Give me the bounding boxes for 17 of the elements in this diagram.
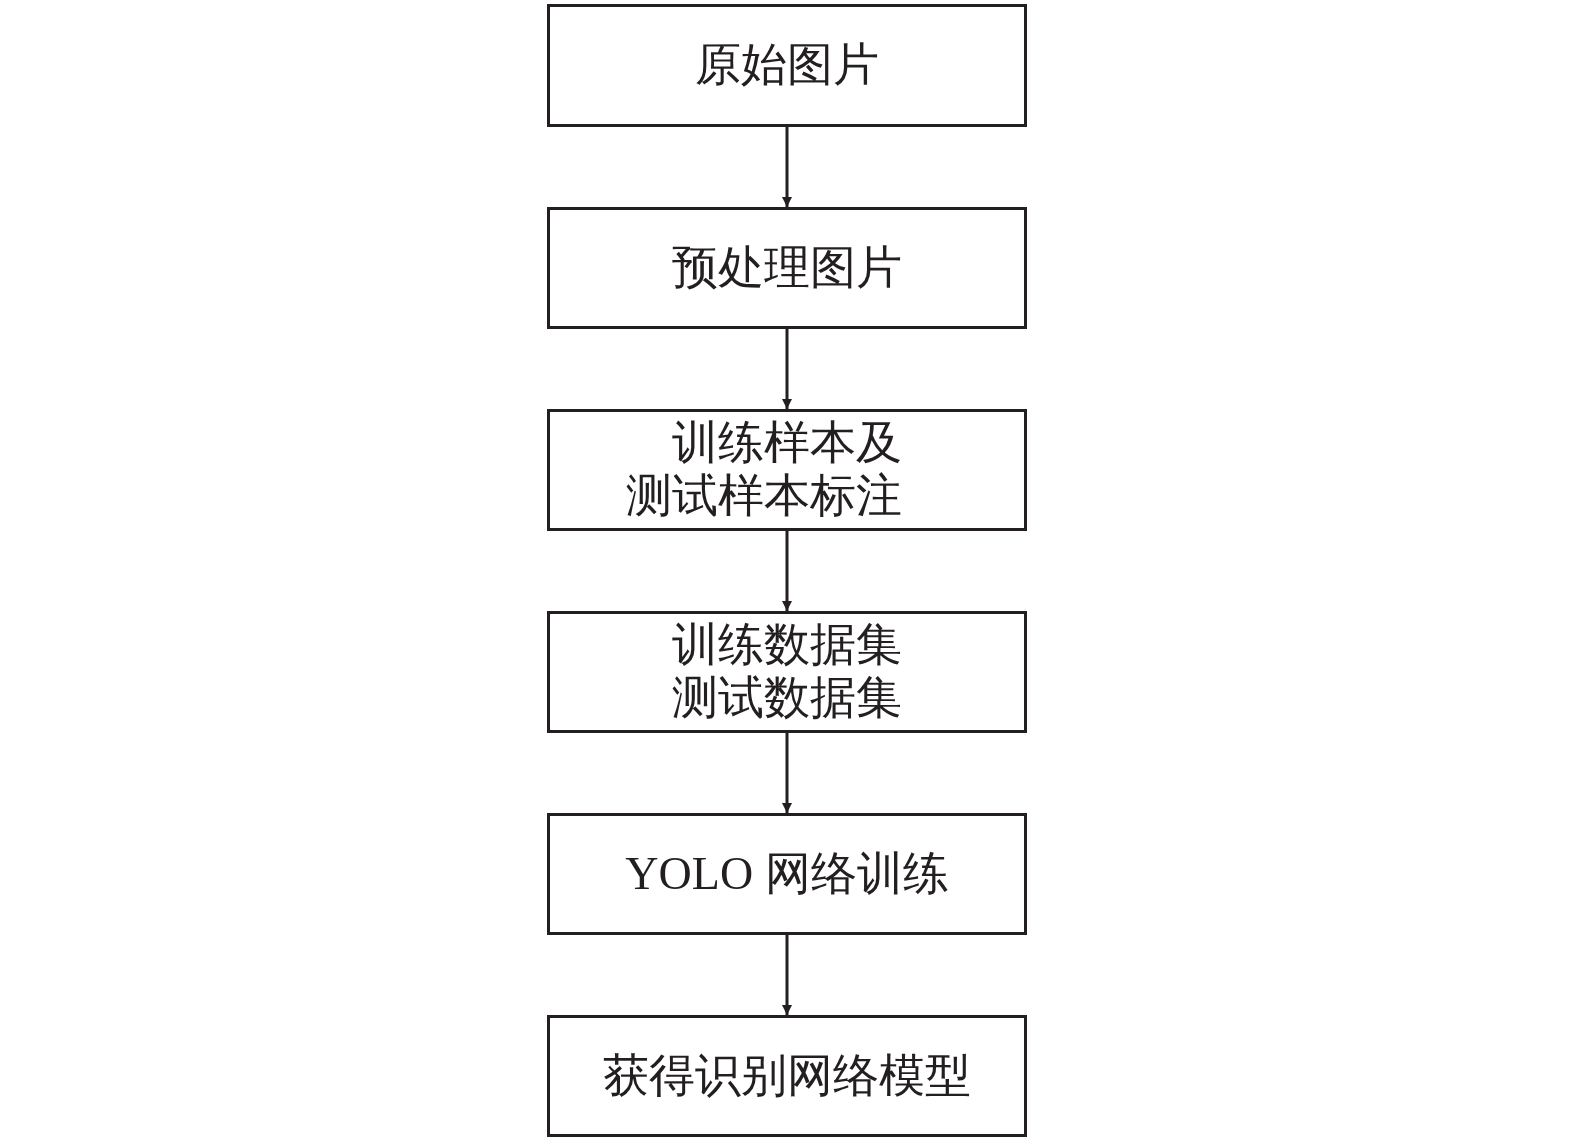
step-label: 获得识别网络模型 (603, 1049, 971, 1103)
arrow (782, 935, 792, 1015)
process-box (547, 409, 1027, 531)
process-box (547, 611, 1027, 733)
arrow (782, 733, 792, 813)
arrow (782, 531, 792, 611)
arrow (782, 127, 792, 207)
step-label: 原始图片 (695, 39, 879, 92)
step-label: YOLO 网络训练 (625, 847, 949, 901)
process-box (547, 1015, 1027, 1137)
step-label: 预处理图片 (672, 241, 902, 295)
step-label: 训练样本及测试样本标注 (626, 417, 902, 523)
process-box (547, 4, 1027, 127)
process-box (547, 207, 1027, 329)
process-box (547, 813, 1027, 935)
step-label: 训练数据集测试数据集 (672, 619, 902, 725)
arrow (782, 329, 792, 409)
